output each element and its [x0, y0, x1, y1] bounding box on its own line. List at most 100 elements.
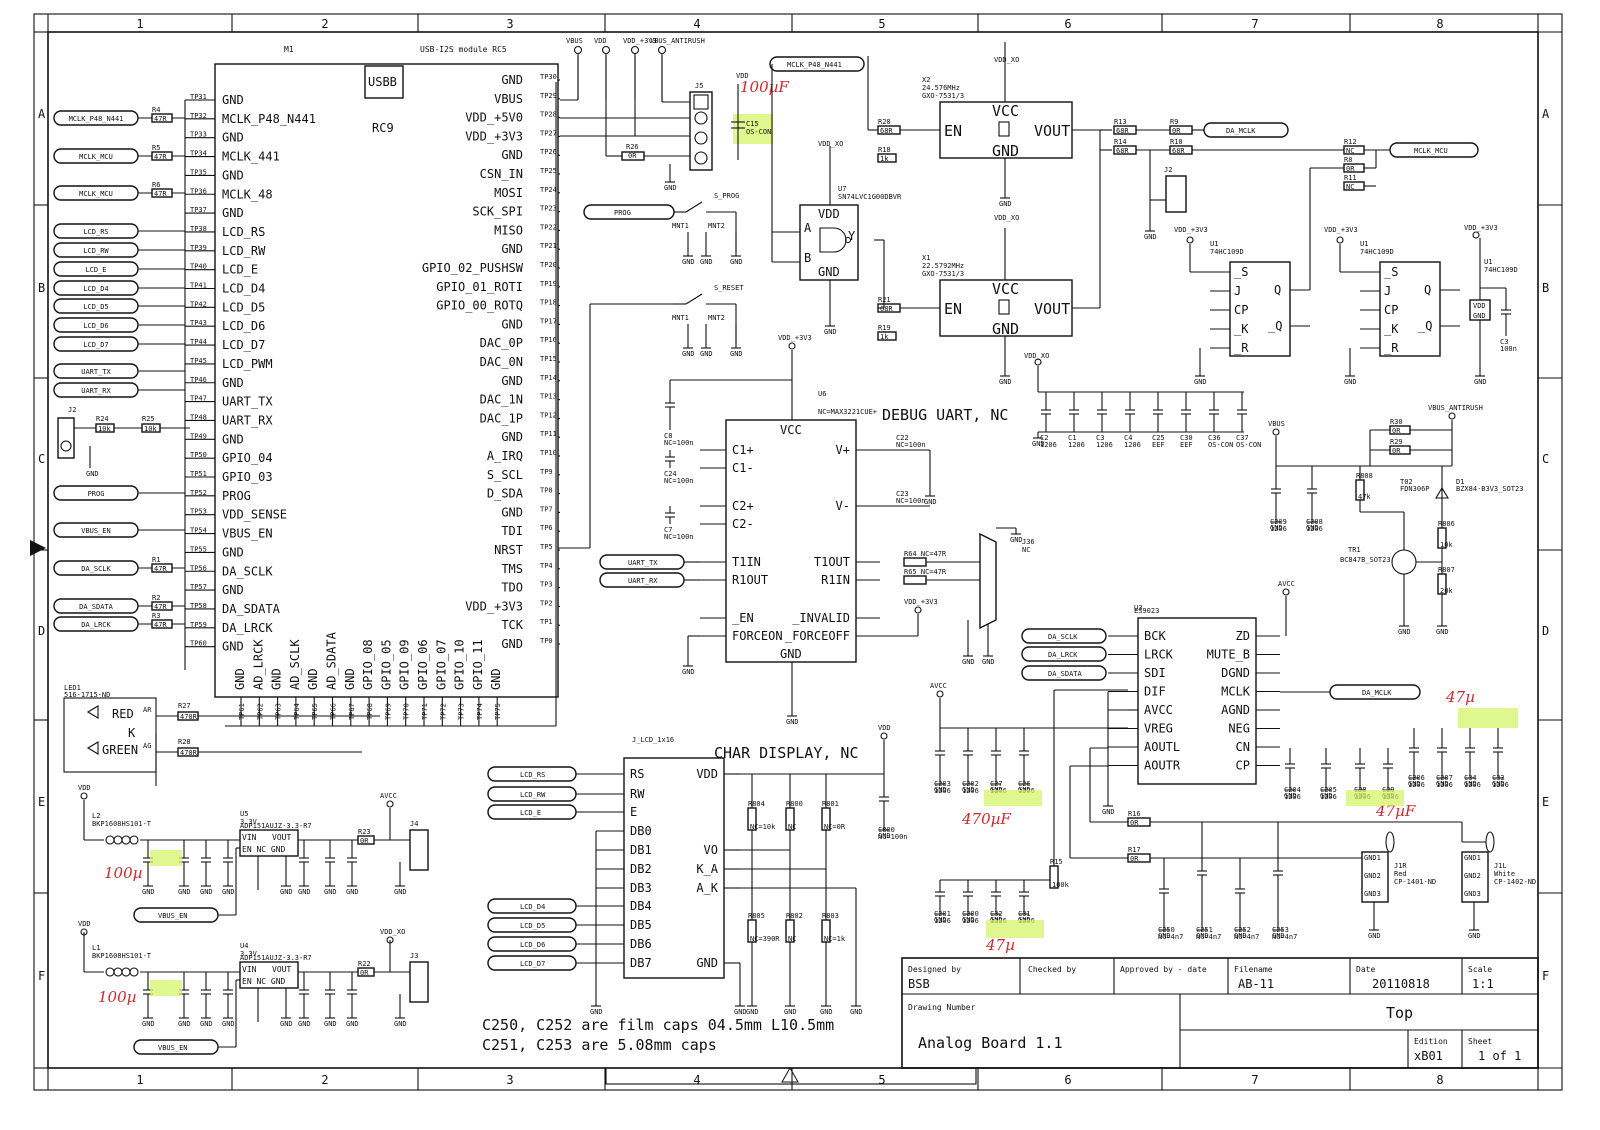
- reg-out-rail: AVCC: [380, 792, 397, 800]
- rail-terminal: [1034, 358, 1042, 366]
- net-flag-label: VBUS_EN: [158, 1044, 188, 1052]
- rail-terminal: [1336, 236, 1344, 244]
- m1-left-tp: TP32: [190, 112, 207, 120]
- net-flag-label: LCD_D7: [520, 960, 545, 968]
- resistor-ref: R805: [748, 912, 765, 920]
- uart-cap-ref: C23: [896, 490, 909, 498]
- m1-right-tp: TP13: [540, 393, 557, 401]
- j2-ref: J2: [68, 406, 76, 414]
- dac-avcc-left: AVCC: [930, 682, 947, 690]
- cap-ref: C30: [1180, 434, 1193, 442]
- ff-pin: _S: [1384, 265, 1398, 279]
- tb-scale-label: Scale: [1468, 965, 1492, 974]
- rail-terminal: [630, 45, 640, 55]
- osc-part: GXO-7531/3: [922, 92, 964, 100]
- gnd-j2: GND: [86, 470, 99, 478]
- uart-left-pin: C2-: [732, 517, 754, 531]
- net-flag-label: LCD_D5: [83, 303, 108, 311]
- m1-left-tp: TP45: [190, 357, 207, 365]
- cap-value: 1206: [1320, 793, 1337, 801]
- net-flag-label: LCD_RW: [520, 791, 546, 799]
- net-flag-label: DA_MCLK: [1362, 689, 1392, 697]
- grid-row-right: F: [1542, 969, 1549, 983]
- debug-uart-u6: VCCGNDC1+C1-C2+C2-T1INR1OUT_ENFORCEONV+V…: [599, 334, 1035, 726]
- grid-row-right: D: [1542, 624, 1549, 638]
- tb-sheet-name: Top: [1386, 1004, 1413, 1022]
- m1-left-pin: GND: [222, 131, 244, 145]
- gnd-symbol: GND: [1144, 233, 1157, 241]
- j1r-color: Red: [1394, 870, 1407, 878]
- resistor-value: NC=10k: [750, 823, 776, 831]
- m1-left-tp: TP37: [190, 206, 207, 214]
- tr1-ref: TR1: [1348, 546, 1361, 554]
- m1-right-pin: GND: [501, 73, 523, 87]
- note-2: C251, C253 are 5.08mm caps: [482, 1036, 717, 1054]
- resistor-ref: R802: [786, 912, 803, 920]
- m1-right-pin: GND: [501, 242, 523, 256]
- reg-out-rail: VDD_XO: [380, 928, 405, 936]
- net-flag-label: UART_RX: [81, 387, 111, 395]
- lcd-left-pin: DB2: [630, 862, 652, 876]
- uart-left-pin: R1OUT: [732, 573, 768, 587]
- annot-100u-b: 100µ: [98, 988, 136, 1006]
- reg-volt: 3.3V: [240, 950, 258, 958]
- cap-ref: C1: [1068, 434, 1076, 442]
- resistor-ref: R29: [1390, 438, 1403, 446]
- gnd-symbol: GND: [962, 658, 975, 666]
- reg-pins: EN NC GND: [242, 845, 286, 854]
- grid-col-bottom: 8: [1436, 1073, 1443, 1087]
- net-flag-label: MCLK_P48_N441: [787, 61, 842, 69]
- m1-bottom-tp: TP74: [476, 703, 484, 720]
- db9-connector: [979, 532, 997, 630]
- resistor-value: 47R: [154, 190, 167, 198]
- switch-mnt2: MNT2: [708, 314, 725, 322]
- m1-bottom-tp: TP75: [494, 703, 502, 720]
- grid-col-top: 3: [506, 17, 513, 31]
- resistor-value: 68R: [880, 127, 893, 135]
- inductor-coil: [121, 967, 131, 977]
- osc-rail: VDD_XO: [994, 214, 1019, 222]
- u7-vdd: VDD: [818, 207, 840, 221]
- regulator-body: [239, 961, 299, 989]
- lcd-left-pin: DB6: [630, 937, 652, 951]
- m1-right-pin: DAC_0N: [480, 355, 523, 369]
- inductor-ref: L1: [92, 944, 100, 952]
- net-flag-label: LCD_RS: [520, 771, 545, 779]
- reg-vout: VOUT: [272, 965, 291, 974]
- net-flag: [1389, 142, 1479, 158]
- u7-part: SN74LVC1G00DBVR: [838, 193, 902, 201]
- net-flag-label: DA_SDATA: [79, 603, 114, 611]
- resistor-ref: R808: [1356, 472, 1373, 480]
- annot-470uf: 470µF: [961, 810, 1011, 828]
- gnd-symbol: GND: [324, 1020, 337, 1028]
- uart-right-pin: V+: [836, 443, 850, 457]
- reg-volt: 3.3V: [240, 818, 258, 826]
- u1-vdd: VDD: [1473, 302, 1486, 310]
- u1-ref: U1: [1484, 258, 1492, 266]
- m1-left-tp: TP35: [190, 168, 207, 176]
- gnd-symbol: GND: [1492, 780, 1505, 788]
- m1-right-tp: TP6: [540, 524, 553, 532]
- resistor-ref: R803: [822, 912, 839, 920]
- dac-left-pin: AOUTL: [1144, 740, 1180, 754]
- gnd-symbol: GND: [222, 888, 235, 896]
- net-flag-label: LCD_D6: [83, 322, 108, 330]
- gnd-symbol: GND: [1158, 932, 1171, 940]
- rca-red-pin: [1385, 831, 1395, 853]
- m1-right-pin: VDD_+3V3: [465, 129, 523, 143]
- led-ref: LED1: [64, 684, 81, 692]
- ff-part: 74HC109D: [1360, 248, 1394, 256]
- u7-y: Y: [848, 229, 856, 243]
- m1-left-pin: UART_TX: [222, 395, 273, 409]
- led-block: LED1 516-1715-ND RED GREEN K R27 470R R2…: [63, 684, 380, 786]
- ff-pin: _S: [1234, 265, 1248, 279]
- cap-value: 1206: [962, 917, 979, 925]
- osc-pulldown-resistor: [877, 331, 897, 341]
- cap-ref: C7: [664, 526, 672, 534]
- net-flag: [1021, 628, 1107, 644]
- rail-terminal: [601, 45, 611, 55]
- gnd-symbol: GND: [280, 888, 293, 896]
- m1-left-tp: TP56: [190, 564, 207, 572]
- m1-left-pin: MCLK_48: [222, 187, 273, 201]
